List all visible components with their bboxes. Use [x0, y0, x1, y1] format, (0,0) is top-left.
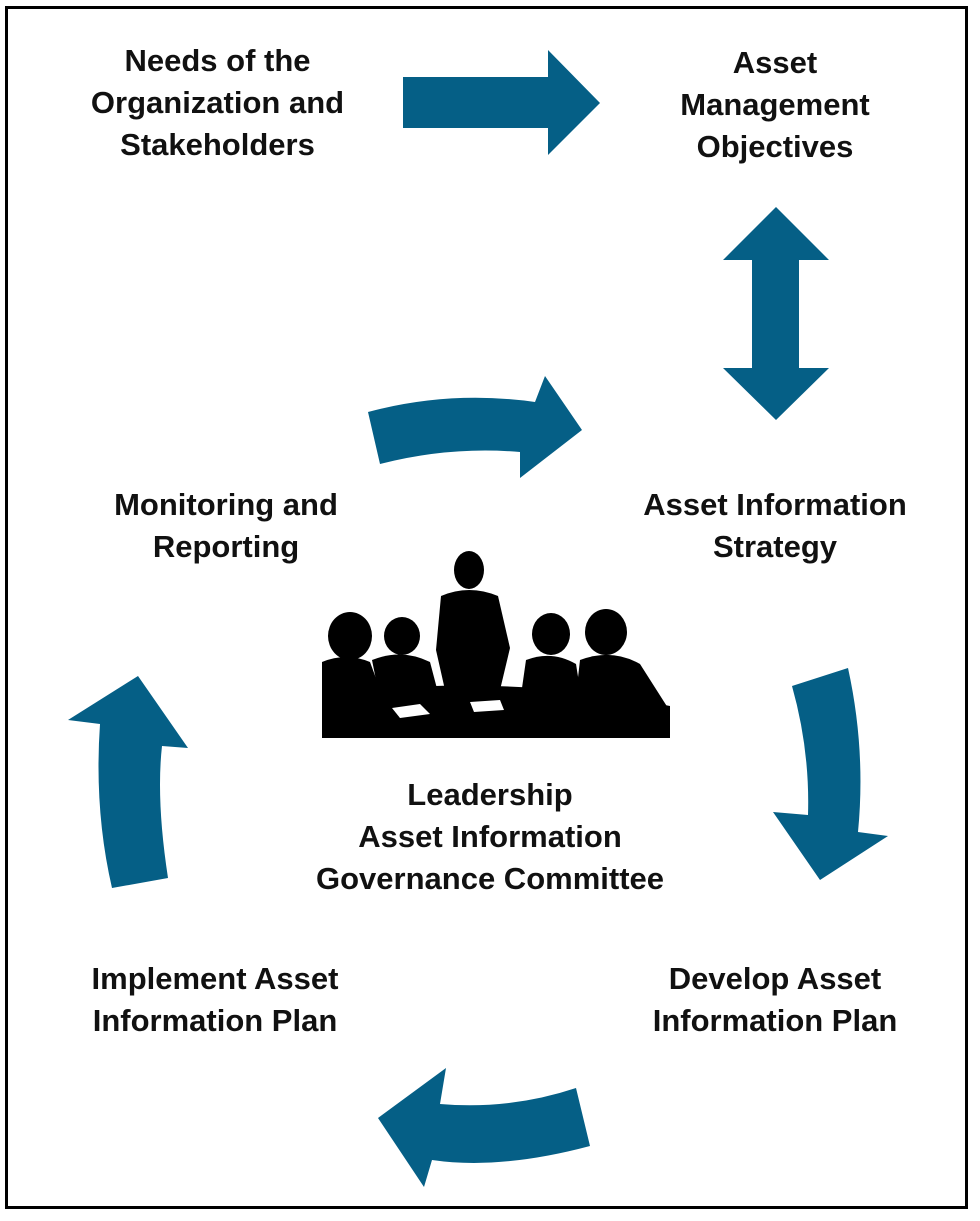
center-line-1: Leadership — [407, 777, 573, 812]
node-needs-line-2: Organization and — [90, 85, 345, 120]
arrow-objectives-strategy — [723, 207, 829, 420]
node-develop: Develop Asset Information Plan — [630, 958, 920, 1042]
node-develop-line-1: Develop Asset — [668, 961, 882, 996]
center-line-3: Governance Committee — [316, 861, 664, 896]
node-develop-line-2: Information Plan — [652, 1003, 898, 1038]
node-monitoring-line-1: Monitoring and — [114, 487, 338, 522]
center-committee: Leadership Asset Information Governance … — [280, 774, 700, 900]
node-objectives-line-1: Asset — [732, 45, 818, 80]
arrow-strategy-to-develop — [773, 668, 888, 880]
arrow-develop-to-implement — [378, 1068, 590, 1187]
node-implement-line-2: Information Plan — [92, 1003, 338, 1038]
arrow-implement-to-monitoring — [68, 676, 188, 888]
node-needs-line-3: Stakeholders — [120, 127, 315, 162]
node-needs: Needs of the Organization and Stakeholde… — [60, 40, 375, 166]
node-objectives: Asset Management Objectives — [640, 42, 910, 168]
node-implement: Implement Asset Information Plan — [60, 958, 370, 1042]
node-strategy-line-1: Asset Information — [643, 487, 907, 522]
node-objectives-line-2: Management — [680, 87, 870, 122]
meeting-silhouette-icon — [322, 551, 670, 738]
arrow-needs-to-objectives — [403, 50, 600, 155]
node-objectives-line-3: Objectives — [696, 129, 854, 164]
node-monitoring: Monitoring and Reporting — [90, 484, 362, 568]
arrow-monitoring-to-strategy — [368, 376, 582, 478]
center-line-2: Asset Information — [358, 819, 622, 854]
node-strategy: Asset Information Strategy — [620, 484, 930, 568]
node-needs-line-1: Needs of the — [124, 43, 311, 78]
node-monitoring-line-2: Reporting — [152, 529, 300, 564]
node-implement-line-1: Implement Asset — [91, 961, 339, 996]
node-strategy-line-2: Strategy — [712, 529, 838, 564]
